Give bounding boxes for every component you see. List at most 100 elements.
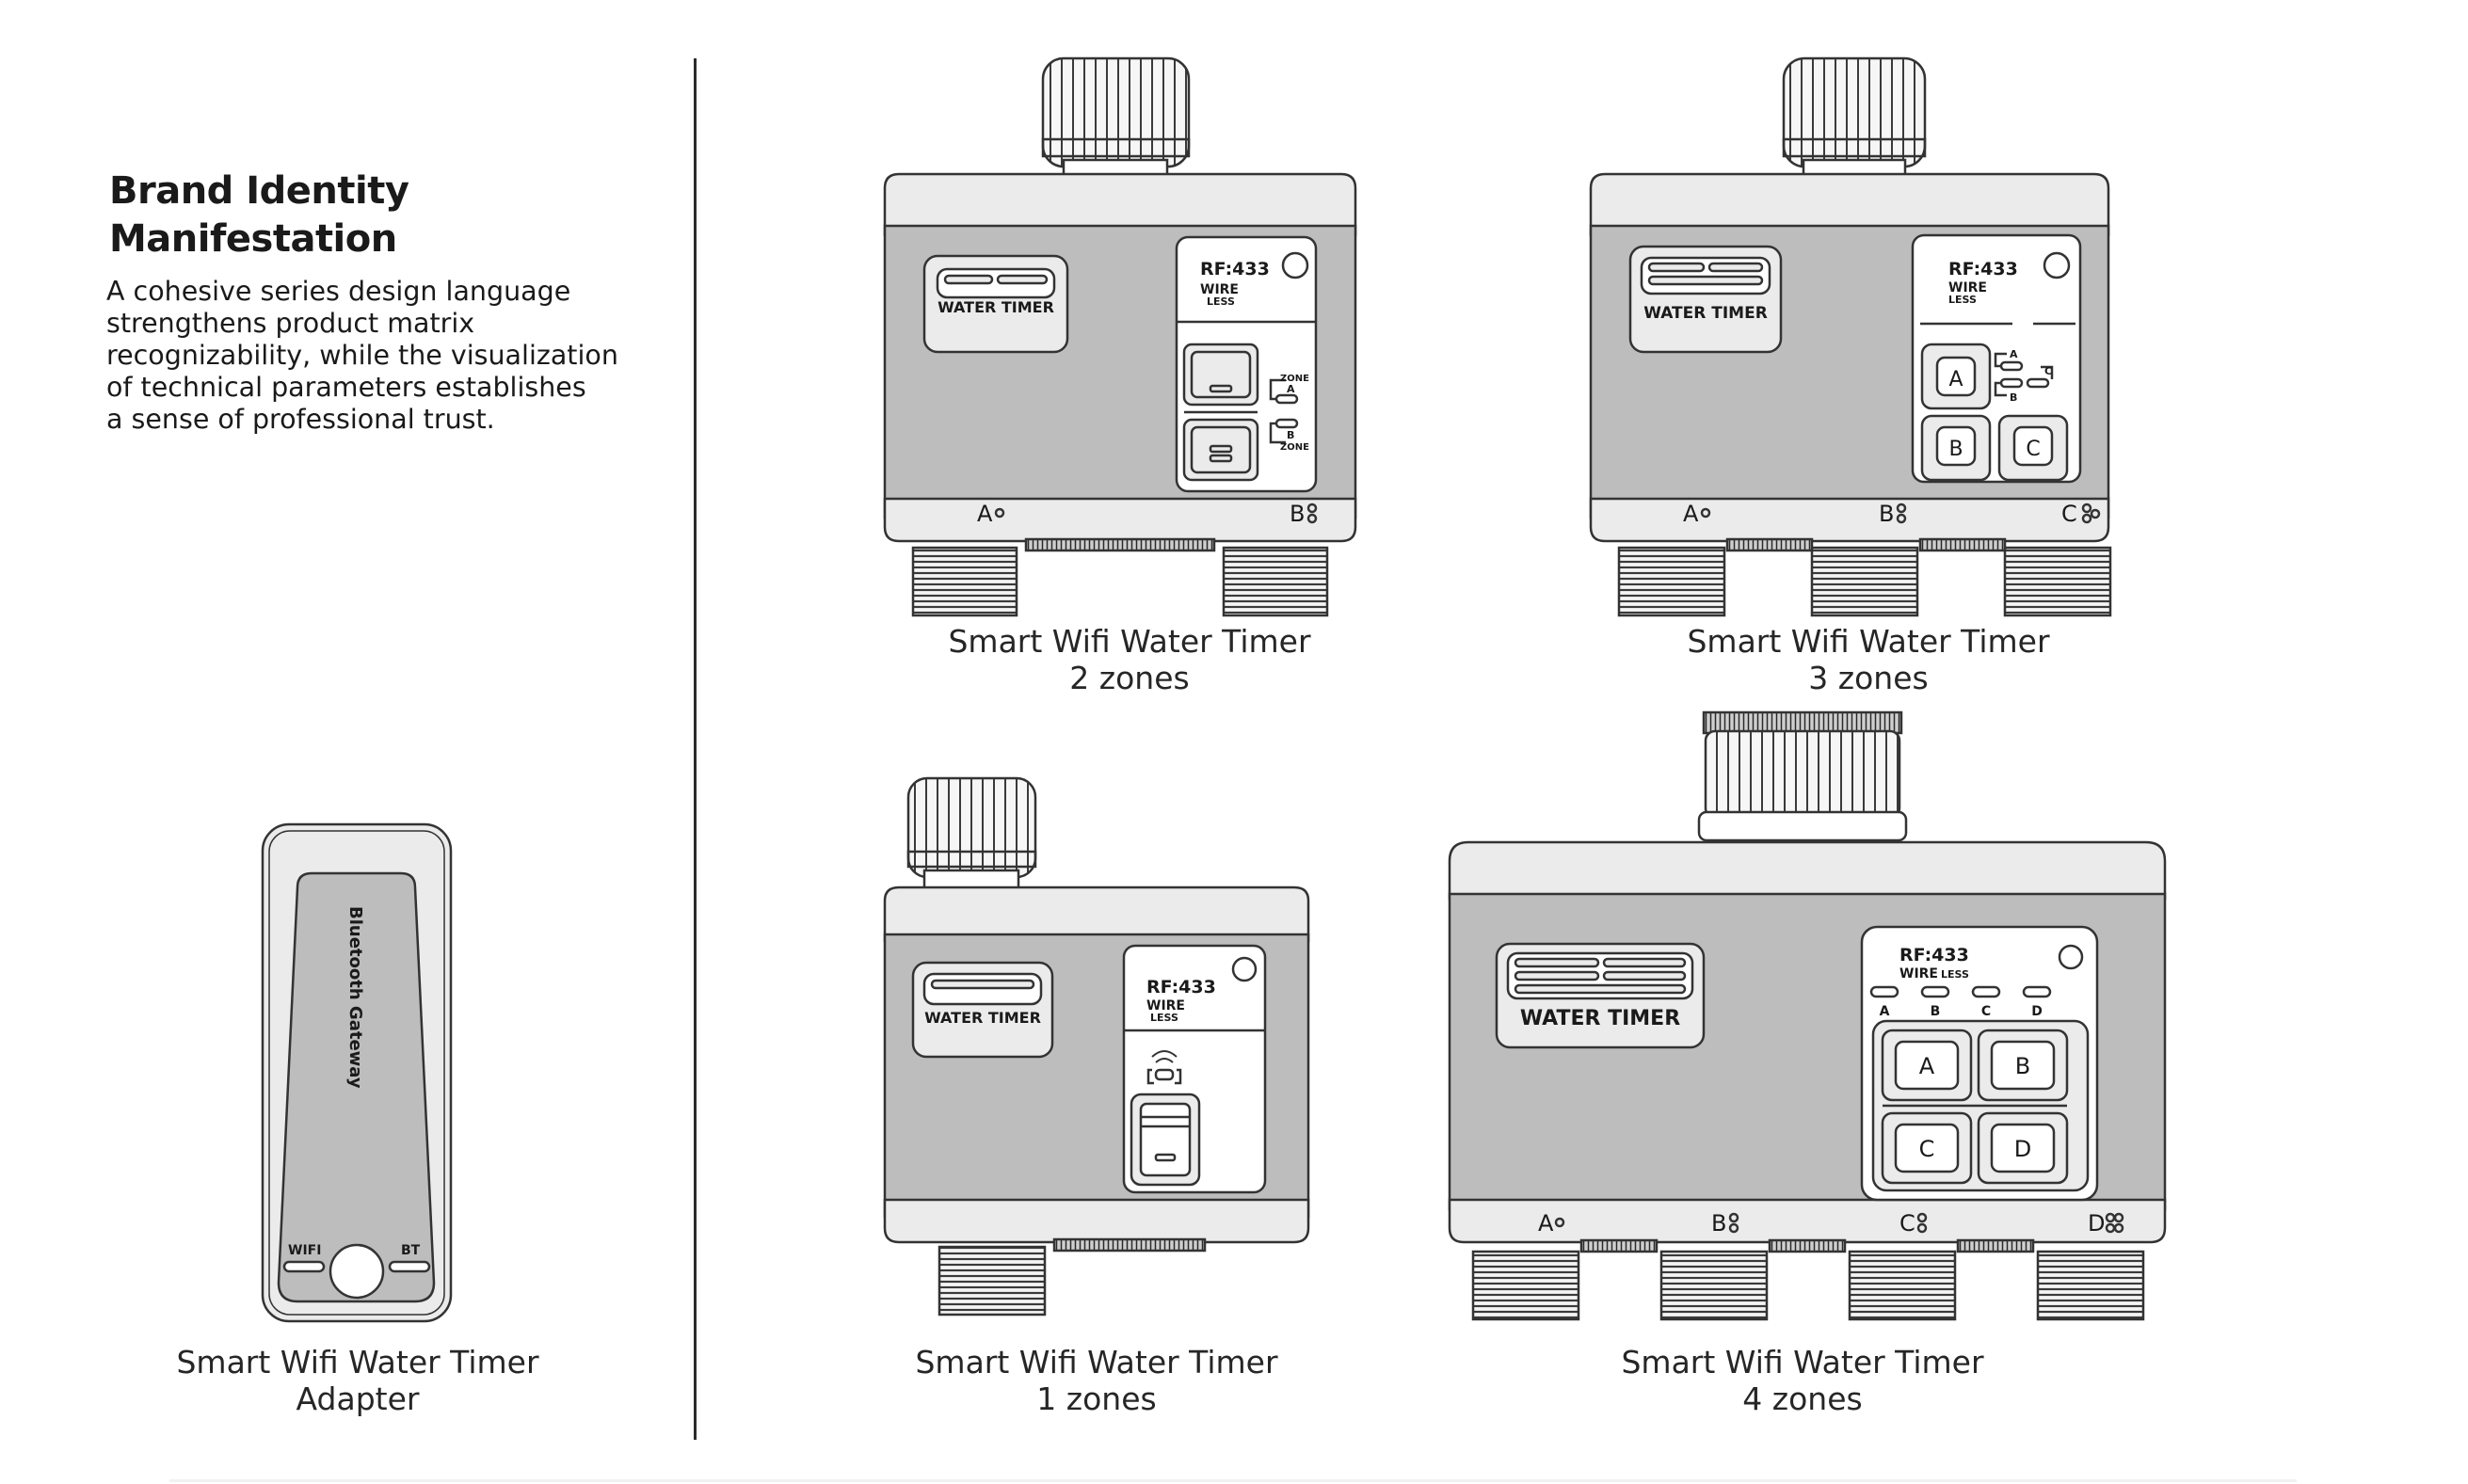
caption-4zones: Smart Wifi Water Timer 4 zones: [1595, 1344, 2010, 1417]
product-4zones: WATER TIMER RF:433 WIRE LESS A B C D A B…: [1440, 710, 2174, 1332]
description-line: a sense of professional trust.: [106, 404, 495, 435]
less-label: LESS: [1207, 295, 1235, 308]
zone-a-label: A: [1287, 383, 1295, 395]
zone-b-button-label: B: [2015, 1053, 2030, 1079]
zone-c-indicator: [2026, 377, 2050, 389]
description-line: recognizability, while the visualization: [106, 340, 618, 371]
product-subtitle: 2 zones: [1069, 660, 1190, 696]
gateway-face: [277, 871, 436, 1303]
zone-a-button[interactable]: [1182, 343, 1259, 407]
outlet-d-thread: [2036, 1250, 2145, 1321]
less-label: LESS: [1941, 968, 1969, 981]
outlet-a-label: A: [1538, 1210, 1554, 1237]
outlet-b-thread: [1659, 1250, 1769, 1321]
rf-label: RF:433: [1948, 259, 2018, 279]
gateway-label: Bluetooth Gateway: [345, 906, 365, 1089]
logo-text: WATER TIMER: [924, 1009, 1041, 1027]
water-timer-2zones-illustration: WATER TIMER RF:433 WIRE LESS ZONE A B ZO…: [883, 56, 1357, 617]
zone-b-label: B: [1931, 1004, 1941, 1019]
zone-a-label: A: [1880, 1004, 1890, 1019]
less-label: LESS: [1150, 1012, 1178, 1024]
caption-adapter: Smart Wifi Water Timer Adapter: [151, 1344, 565, 1417]
product-name: Smart Wifi Water Timer: [948, 623, 1311, 660]
wifi-icon: [1146, 1068, 1182, 1085]
faucet-ring: [1702, 710, 1903, 735]
water-timer-4zones-illustration: WATER TIMER RF:433 WIRE LESS A B C D A B…: [1448, 710, 2167, 1321]
outlet-c-label: C: [2061, 501, 2077, 527]
zone-b-label: B: [2010, 391, 2017, 404]
outlet-a-label: A: [1683, 501, 1699, 527]
wifi-label: WIFI: [288, 1243, 321, 1258]
zone-a-button-label: A: [1948, 368, 1963, 391]
wire-label: WIRE: [1200, 282, 1239, 297]
less-label: LESS: [1948, 294, 1977, 306]
rf-label: RF:433: [1200, 259, 1270, 279]
logo-text: WATER TIMER: [1643, 304, 1768, 323]
rf-label: RF:433: [1146, 977, 1216, 997]
outlet-a-thread: [1617, 546, 1726, 617]
outlet-d-label: D: [2088, 1210, 2105, 1237]
zone-a-indicator: [1999, 360, 2024, 372]
vertical-divider: [694, 58, 697, 1440]
product-name: Smart Wifi Water Timer: [915, 1344, 1278, 1380]
product-subtitle: 3 zones: [1808, 660, 1929, 696]
zone-a-button-label: A: [1919, 1053, 1935, 1079]
bluetooth-gateway-illustration: Bluetooth Gateway WIFI BT: [261, 822, 453, 1323]
zone-c-button-label: C: [1919, 1136, 1935, 1162]
product-name: Smart Wifi Water Timer: [1621, 1344, 1984, 1380]
gateway-button[interactable]: [329, 1243, 385, 1300]
product-subtitle: Adapter: [296, 1380, 420, 1417]
zone-d-indicator: [2022, 985, 2052, 998]
outlet-b-label: B: [1879, 501, 1894, 527]
zone-a-indicator: [1869, 985, 1899, 998]
logo-text: WATER TIMER: [938, 298, 1054, 316]
zone-b-button-label: B: [1948, 438, 1963, 461]
product-name: Smart Wifi Water Timer: [1687, 623, 2050, 660]
zone-a-indicator: [1274, 393, 1299, 405]
zone-b-indicator: [1274, 418, 1299, 429]
rf-label: RF:433: [1899, 945, 1969, 965]
zone-label-bottom: ZONE: [1280, 442, 1309, 453]
caption-3zones: Smart Wifi Water Timer 3 zones: [1661, 623, 2075, 696]
product-name: Smart Wifi Water Timer: [176, 1344, 539, 1380]
zone-c-button-label: C: [2026, 438, 2040, 461]
zone-c-label: C: [2044, 365, 2052, 377]
zone-label-top: ZONE: [1280, 374, 1309, 384]
outlet-c-thread: [2003, 546, 2112, 617]
zone-b-label: B: [1287, 429, 1294, 441]
wire-label: WIRE: [1899, 966, 1938, 981]
title-line-1: Brand Identity: [109, 169, 409, 213]
page-title: Brand Identity Manifestation: [109, 168, 599, 263]
product-subtitle: 1 zones: [1036, 1380, 1157, 1417]
caption-2zones: Smart Wifi Water Timer 2 zones: [922, 623, 1337, 696]
outlet-b-label: B: [1290, 501, 1305, 527]
faucet-knob: [906, 776, 1037, 879]
outlet-thread: [938, 1245, 1047, 1316]
outlet-b-label: B: [1711, 1210, 1726, 1237]
water-timer-3zones-illustration: WATER TIMER RF:433 WIRE LESS A B C A B C…: [1589, 56, 2112, 617]
zone-b-button[interactable]: [1182, 418, 1259, 482]
outlet-a-label: A: [977, 501, 993, 527]
wire-label: WIRE: [1948, 280, 1987, 295]
outlet-b-thread: [1810, 546, 1919, 617]
page-description: A cohesive series design language streng…: [106, 276, 671, 436]
outlet-a-thread: [911, 546, 1018, 617]
water-timer-1zone-illustration: WATER TIMER RF:433 WIRE LESS: [883, 776, 1310, 1316]
outlet-b-thread: [1222, 546, 1329, 617]
bt-label: BT: [401, 1243, 421, 1258]
product-1zones: WATER TIMER RF:433 WIRE LESS: [875, 776, 1327, 1341]
wifi-indicator: [282, 1260, 326, 1273]
faucet-knob: [1782, 56, 1927, 168]
zone-a-label: A: [2010, 348, 2018, 360]
product-subtitle: 4 zones: [1742, 1380, 1863, 1417]
description-line: A cohesive series design language: [106, 276, 571, 307]
zone-b-indicator: [1920, 985, 1950, 998]
wire-label: WIRE: [1146, 998, 1185, 1013]
description-line: of technical parameters establishes: [106, 372, 586, 403]
outlet-a-thread: [1471, 1250, 1580, 1321]
zone-b-indicator: [1999, 377, 2024, 389]
outlet-c-label: C: [1899, 1210, 1915, 1237]
zone-c-indicator: [1971, 985, 2001, 998]
zone-d-label: D: [2031, 1004, 2043, 1019]
caption-1zones: Smart Wifi Water Timer 1 zones: [889, 1344, 1304, 1417]
